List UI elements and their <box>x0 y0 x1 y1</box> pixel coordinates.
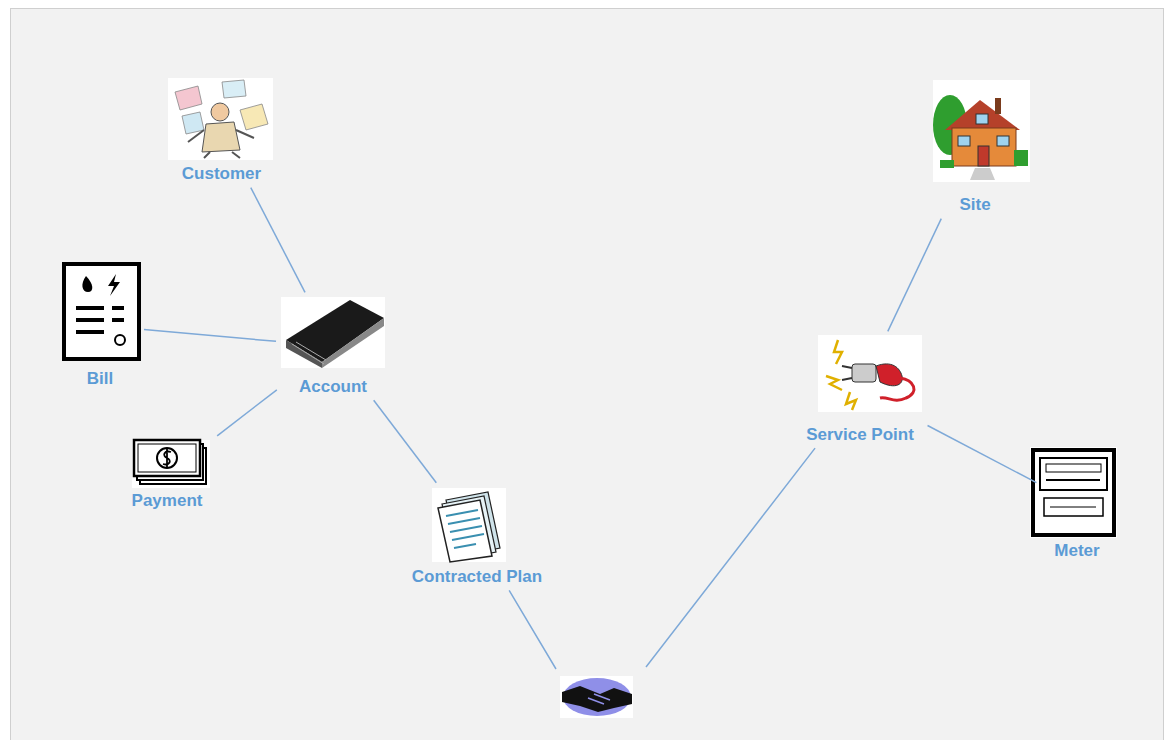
handshake-icon <box>560 676 633 718</box>
icon-node: Account <box>280 296 386 397</box>
meter-icon <box>1030 447 1117 538</box>
node-label: Bill <box>87 369 113 389</box>
account-book-icon <box>281 297 385 368</box>
icon-node: Customer <box>165 78 278 184</box>
node-label: Contracted Plan <box>412 567 542 587</box>
connector-line <box>217 390 277 436</box>
icon-node: Bill <box>60 262 140 389</box>
connector-line <box>509 448 815 669</box>
house-icon <box>933 80 1030 182</box>
icon-node: Meter <box>1040 447 1114 561</box>
icon-node: Contracted Plan <box>398 486 556 587</box>
money-icon <box>132 440 210 488</box>
icon-node: Site <box>940 80 1010 215</box>
icon-node: Payment <box>120 438 214 511</box>
icon-node: Service Point <box>796 335 924 445</box>
connector-line <box>251 188 305 293</box>
customer-icon <box>168 78 273 160</box>
connector-line <box>374 400 437 483</box>
contract-papers-icon <box>432 488 506 562</box>
bill-icon <box>64 264 139 359</box>
plug-icon <box>818 335 922 412</box>
connector-line <box>928 425 1037 482</box>
node-label: Account <box>299 377 367 397</box>
connector-line <box>144 329 276 341</box>
node-label: Customer <box>182 164 261 184</box>
node-label: Meter <box>1054 541 1099 561</box>
connector-line <box>888 219 941 332</box>
node-label: Payment <box>132 491 203 511</box>
node-label: Site <box>959 195 990 215</box>
node-label: Service Point <box>806 425 914 445</box>
